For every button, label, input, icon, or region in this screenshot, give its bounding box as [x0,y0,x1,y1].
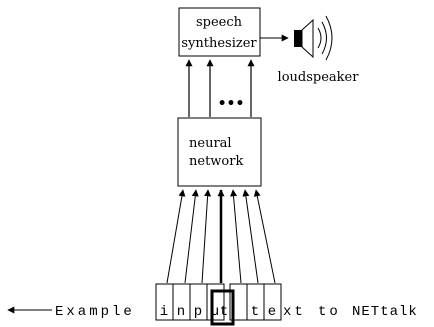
input-text: Example i n p u t t e xt to NETtalk [55,304,418,320]
neural-network: neural network [177,117,262,187]
loudspeaker-label: loudspeaker [278,70,360,85]
input-char: i [160,304,168,320]
input-text-prefix: Example [55,304,135,320]
speech-synthesizer-label-line2: synthesizer [181,36,257,51]
focus-window [210,289,235,326]
input-to-network-arrows [166,189,276,284]
input-char: u [211,304,219,320]
input-cell [263,283,282,321]
input-char: p [194,304,202,320]
input-text-suffix: to [318,304,341,320]
input-window [155,283,282,326]
input-char: t [220,304,228,320]
speech-synthesizer-label-line1: speech [196,15,243,30]
input-text-suffix: NETtalk [352,304,418,320]
speech-synthesizer: speech synthesizer [178,7,261,57]
neural-network-label-line1: neural [189,136,232,151]
more-outputs-ellipsis: ••• [218,96,245,112]
network-to-synth-arrows [185,59,255,117]
speech-synthesizer-box [178,7,261,57]
input-char: t [251,304,259,320]
input-text-suffix: xt [283,304,306,320]
neural-network-label-line2: network [189,154,243,169]
input-char: n [177,304,185,320]
loudspeaker-icon [294,15,333,61]
neural-network-box [177,117,262,187]
input-char: e [268,304,276,320]
